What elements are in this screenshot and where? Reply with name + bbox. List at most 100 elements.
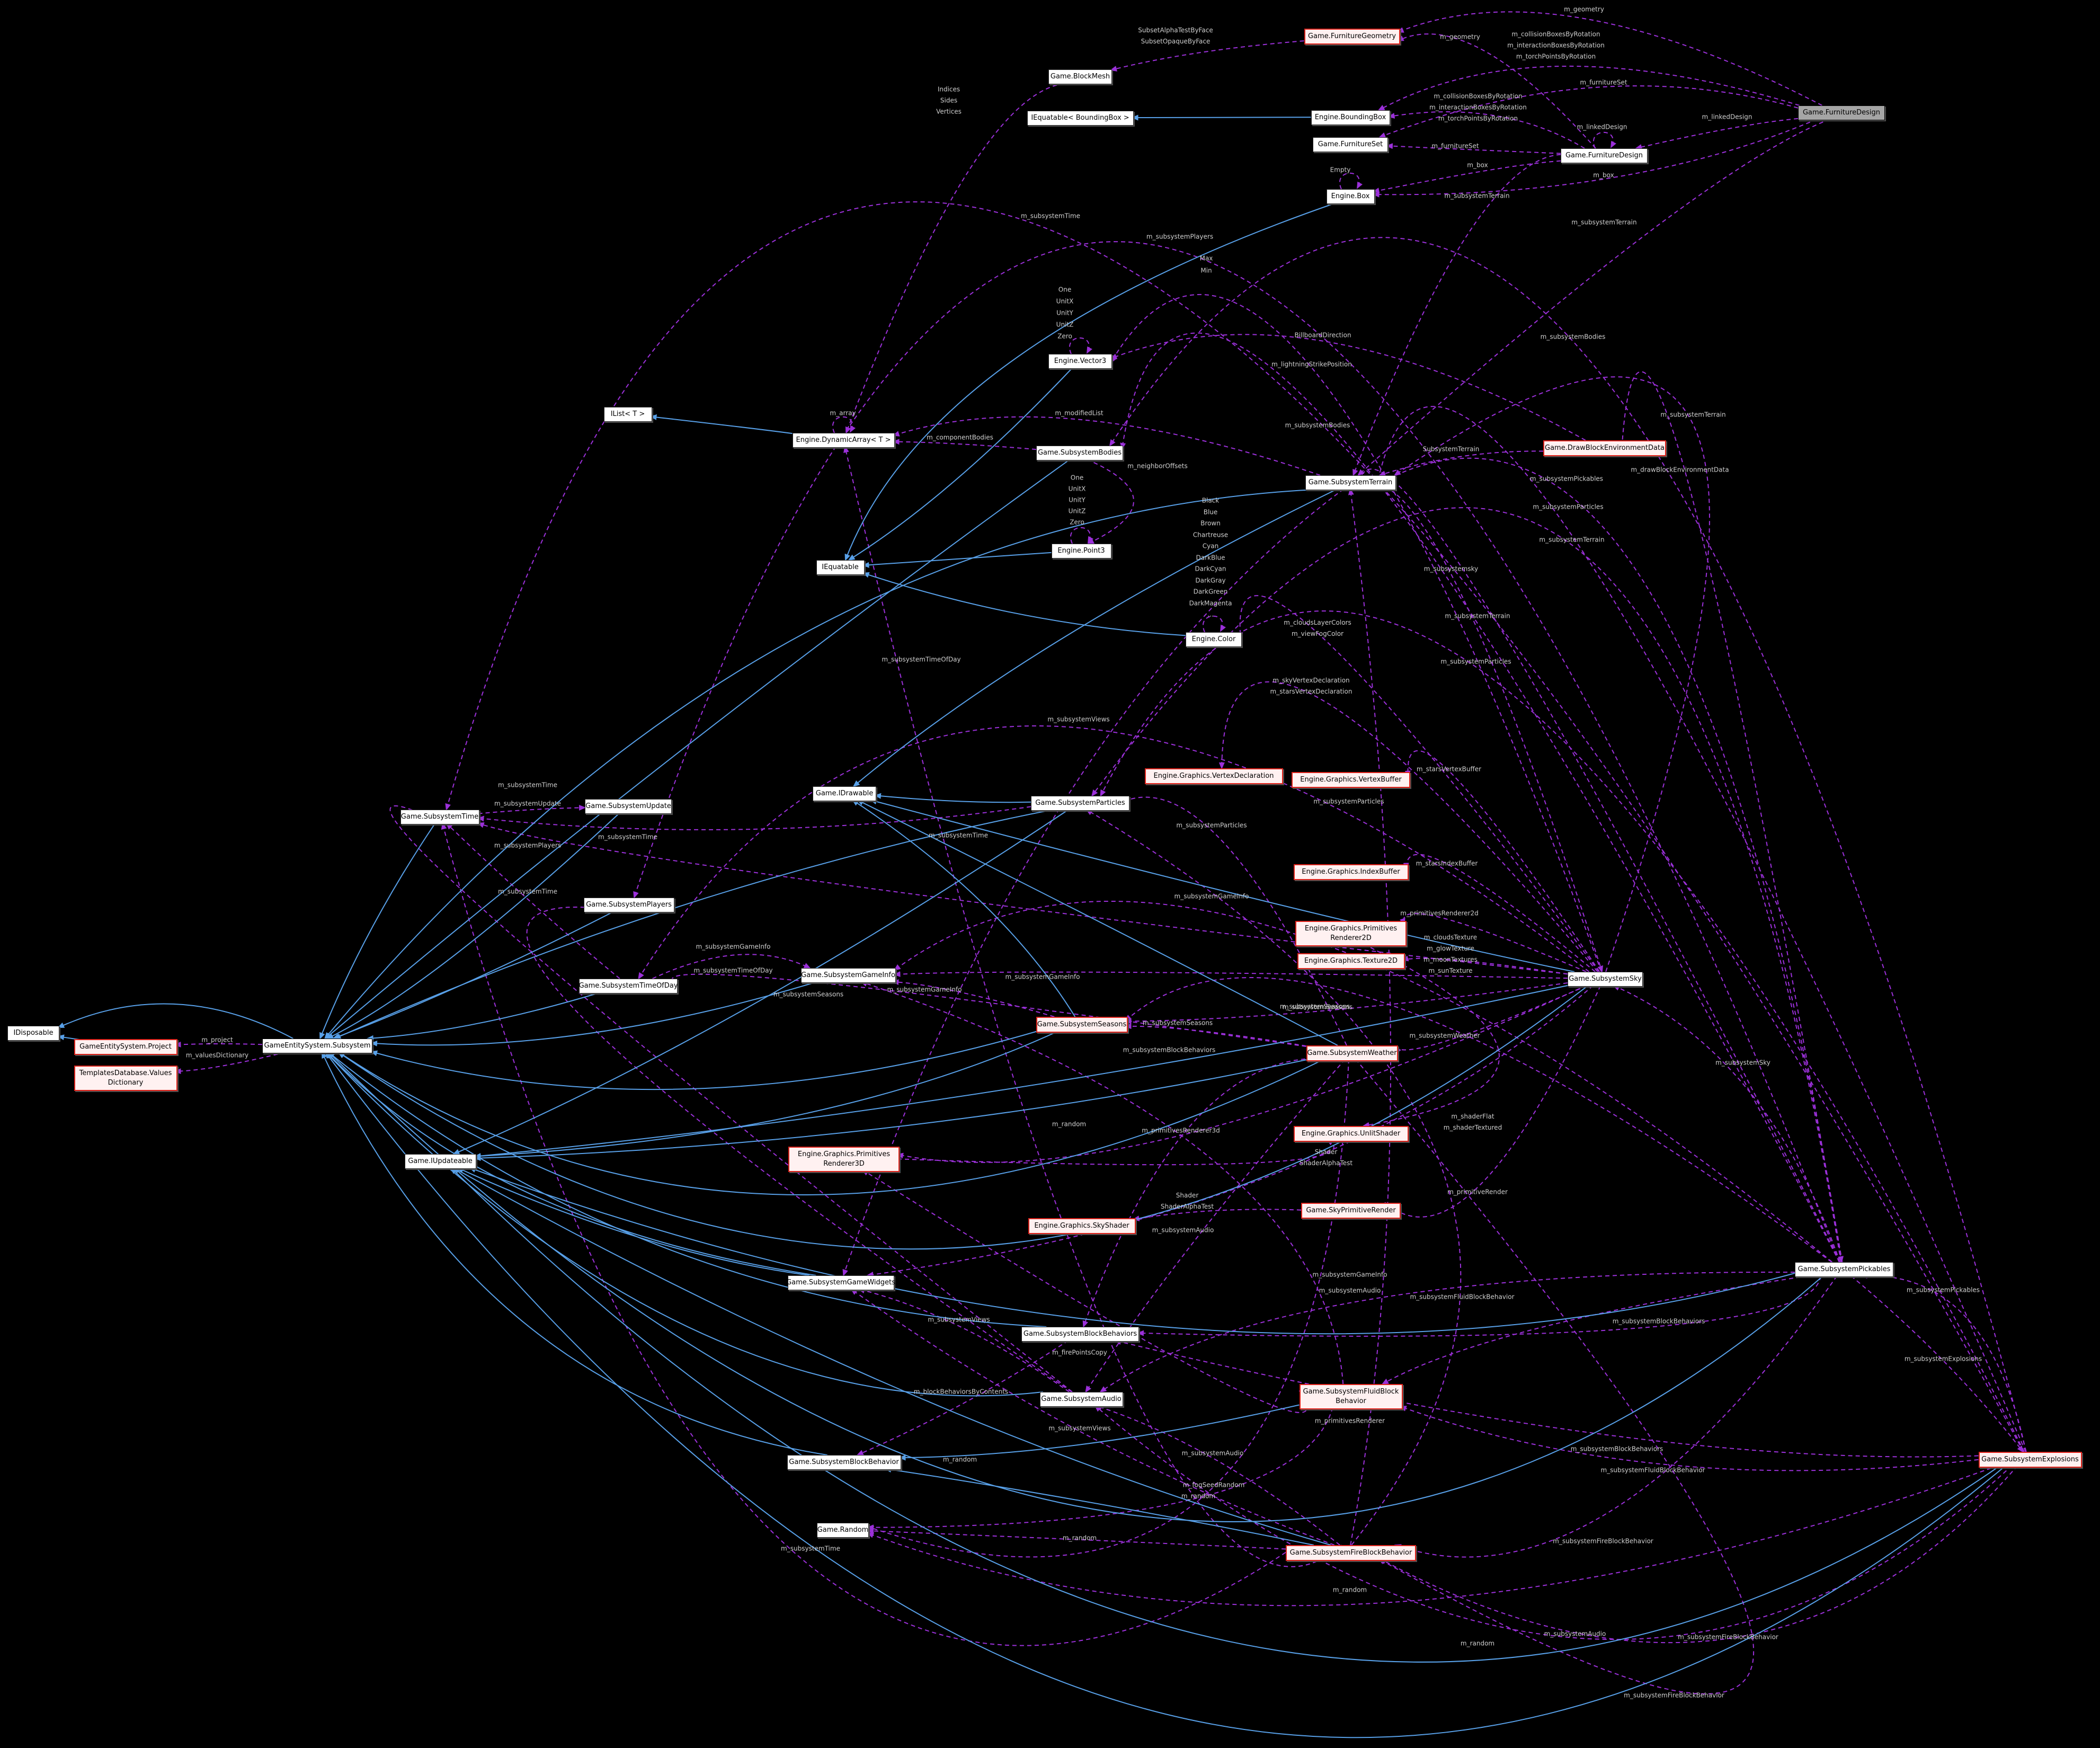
node-vbuf[interactable]: Engine.Graphics.VertexBuffer	[1292, 772, 1410, 788]
node-bbox[interactable]: Engine.BoundingBox	[1311, 110, 1390, 125]
node-sky[interactable]: Game.SubsystemSky	[1568, 972, 1643, 987]
node-valdict[interactable]: TemplatesDatabase.Values Dictionary	[74, 1066, 177, 1091]
edge-weather-subsystem	[338, 1051, 1324, 1195]
node-ieqBB[interactable]: IEquatable< BoundingBox >	[1027, 111, 1134, 126]
edge-fire-iupd	[452, 1167, 1331, 1546]
edge-terrain-idraw	[852, 489, 1338, 787]
edge-sky-gameinfo	[893, 971, 1568, 979]
node-weather[interactable]: Game.SubsystemWeather	[1306, 1045, 1398, 1061]
node-point3[interactable]: Engine.Point3	[1051, 544, 1111, 558]
node-ieq[interactable]: IEquatable	[816, 560, 865, 575]
edge-sky-terrain	[1393, 376, 1710, 972]
node-dynArr[interactable]: Engine.DynamicArray< T >	[792, 433, 895, 448]
node-random[interactable]: Game.Random	[817, 1523, 869, 1538]
node-particles[interactable]: Game.SubsystemParticles	[1031, 796, 1129, 811]
node-audio[interactable]: Game.SubsystemAudio	[1039, 1392, 1123, 1407]
node-terrain[interactable]: Game.SubsystemTerrain	[1305, 475, 1396, 490]
node-blockMesh[interactable]: Game.BlockMesh	[1048, 69, 1112, 84]
node-fgGeom[interactable]: Game.FurnitureGeometry	[1304, 29, 1400, 45]
edge-pickables-terrain	[1355, 468, 1840, 1263]
node-seasons[interactable]: Game.SubsystemSeasons	[1036, 1017, 1128, 1033]
edge-color-color	[1203, 615, 1226, 633]
node-skyshader[interactable]: Engine.Graphics.SkyShader	[1028, 1218, 1136, 1234]
node-widgets[interactable]: Game.SubsystemGameWidgets	[786, 1275, 895, 1290]
edge-explosions-iupd	[450, 1167, 2001, 1663]
node-fire[interactable]: Game.SubsystemFireBlockBehavior	[1286, 1545, 1416, 1561]
edge-pickables-seasons	[1125, 977, 1832, 1263]
node-behaviors[interactable]: Game.SubsystemBlockBehaviors	[1021, 1327, 1139, 1342]
edge-seasons-iupd	[474, 1030, 1060, 1159]
node-gameinfo[interactable]: Game.SubsystemGameInfo	[800, 968, 896, 983]
edge-fdGray-fdWhite	[1635, 118, 1799, 150]
edge-particles-iupd	[452, 809, 1069, 1155]
node-pr2d[interactable]: Engine.Graphics.Primitives Renderer2D	[1295, 921, 1407, 946]
edge-terrain-sky	[1357, 483, 1603, 973]
edge-pickables-particles	[1091, 507, 1841, 1263]
edge-pickables-bodies	[1120, 332, 1840, 1263]
node-behavior[interactable]: Game.SubsystemBlockBehavior	[787, 1455, 901, 1470]
node-color[interactable]: Engine.Color	[1186, 632, 1242, 647]
node-dbed[interactable]: Game.DrawBlockEnvironmentData	[1543, 440, 1666, 456]
edge-pr3d-unlit	[897, 1139, 1334, 1166]
node-box[interactable]: Engine.Box	[1326, 189, 1375, 204]
edge-explosions-fire	[1379, 1465, 2018, 1644]
edge-dynArr-ilist	[649, 414, 793, 434]
node-unlit[interactable]: Engine.Graphics.UnlitShader	[1293, 1126, 1409, 1142]
edge-sky-pr3d	[896, 985, 1587, 1163]
node-subsystem[interactable]: GameEntitySystem.Subsystem	[262, 1039, 372, 1053]
edge-dbed-vec3	[1110, 334, 1586, 441]
edge-explosions-bodies	[1109, 237, 2027, 1452]
node-iupd[interactable]: Game.IUpdateable	[404, 1154, 476, 1169]
node-idisp[interactable]: IDisposable	[7, 1026, 59, 1041]
node-bodies[interactable]: Game.SubsystemBodies	[1036, 446, 1123, 460]
edge-bbox-ieqBB	[1131, 114, 1311, 121]
node-vdecl[interactable]: Engine.Graphics.VertexDeclaration	[1144, 768, 1283, 784]
edge-pickables-behaviors	[1137, 1275, 1821, 1337]
node-idraw[interactable]: Game.IDrawable	[813, 786, 876, 801]
edge-seasons-subsystem	[370, 1030, 1040, 1090]
edge-timeofday-gameinfo	[652, 954, 811, 979]
edge-seasons-idraw	[851, 799, 1076, 1017]
node-fdWhite[interactable]: Game.FurnitureDesign	[1561, 148, 1648, 163]
edge-sky-skypr	[1384, 985, 1601, 1218]
node-pickables[interactable]: Game.SubsystemPickables	[1795, 1262, 1893, 1277]
node-fluid[interactable]: Game.SubsystemFluidBlock Behavior	[1299, 1384, 1403, 1409]
edge-pickables-subsystem	[327, 1051, 1823, 1522]
edge-weather-idraw	[857, 800, 1338, 1046]
edge-particles-time	[477, 806, 1031, 830]
node-fdGray[interactable]: Game.FurnitureDesign	[1798, 105, 1885, 120]
node-explosions[interactable]: Game.SubsystemExplosions	[1978, 1452, 2082, 1468]
edge-terrain-widgets	[842, 489, 1344, 1276]
node-timeofday[interactable]: Game.SubsystemTimeOfDay	[579, 979, 678, 993]
node-update[interactable]: Game.SubsystemUpdate	[585, 799, 672, 814]
edge-pickables-gameinfo	[893, 901, 1833, 1263]
edge-bodies-subsystem	[324, 459, 1071, 1040]
edge-terrain-dynArr	[892, 416, 1321, 476]
edge-weather-iupd	[474, 1059, 1310, 1161]
node-tex2d[interactable]: Engine.Graphics.Texture2D	[1297, 953, 1405, 969]
edge-sky-vec3	[1110, 294, 1602, 972]
edge-point3-ieq	[862, 552, 1052, 568]
node-vec3[interactable]: Engine.Vector3	[1048, 354, 1112, 369]
edge-explosions-terrain	[1374, 406, 2026, 1452]
edge-explosions-time	[445, 201, 2024, 1452]
edge-color-ieq	[862, 572, 1186, 636]
edge-subsystem-idisp	[57, 1003, 293, 1039]
edge-fluid-pr3d	[861, 1169, 1308, 1413]
node-fset[interactable]: Game.FurnitureSet	[1313, 137, 1388, 152]
edge-dynArr-dynArr	[832, 416, 856, 433]
edge-pickables-sky	[1612, 985, 1840, 1263]
node-project[interactable]: GameEntitySystem.Project	[74, 1039, 177, 1055]
edge-fire-random	[867, 1528, 1286, 1550]
node-ilist[interactable]: IList< T >	[603, 407, 652, 422]
node-players[interactable]: Game.SubsystemPlayers	[583, 898, 674, 912]
node-ibuf[interactable]: Engine.Graphics.IndexBuffer	[1293, 864, 1409, 880]
node-skypr[interactable]: Game.SkyPrimitiveRender	[1301, 1203, 1401, 1219]
node-pr3d[interactable]: Engine.Graphics.Primitives Renderer3D	[788, 1147, 900, 1172]
edge-weather-audio	[1085, 1059, 1346, 1393]
edge-particles-subsystem	[334, 809, 1053, 1039]
edge-explosions-pickables	[1860, 1272, 2027, 1452]
edge-fire-time	[441, 822, 1286, 1646]
node-time[interactable]: Game.SubsystemTime	[400, 810, 479, 824]
